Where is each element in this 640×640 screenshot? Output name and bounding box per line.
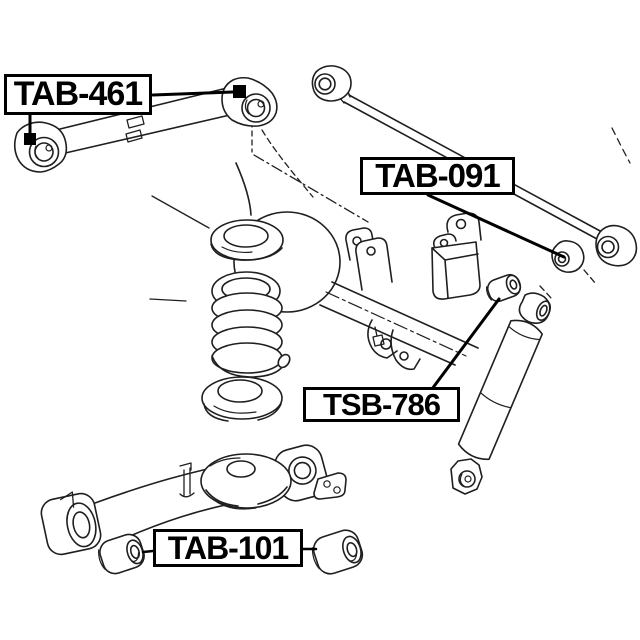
bushing-rod-right-end (595, 224, 638, 267)
part-label-tab-091: TAB-091 (360, 157, 515, 195)
part-label-tab-461: TAB-461 (4, 74, 152, 115)
part-label-tab-101: TAB-101 (153, 529, 303, 567)
arm-stud-bolt (179, 462, 195, 498)
marker-square-left-rod (24, 133, 36, 145)
part-label-tsb-786: TSB-786 (303, 387, 460, 422)
lateral-rod-right (311, 65, 638, 273)
bushing-rod-right-top (311, 65, 352, 102)
marker-square-upper-rod (233, 85, 246, 98)
spring-lower-seat (201, 376, 283, 422)
lower-control-arm (40, 444, 364, 575)
spring-upper-seat (210, 219, 284, 261)
shock-absorber (450, 292, 552, 495)
arm-sleeve-bushing-left (40, 491, 102, 556)
coil-spring (211, 271, 291, 378)
axle-housing (149, 121, 631, 371)
marker-squares (24, 85, 246, 145)
arm-bushing-left (98, 533, 145, 575)
shock-bottom-eye (450, 458, 483, 495)
arm-spring-platform (200, 453, 292, 510)
bushing-rod-upper-left (13, 121, 68, 173)
bushing-rod-right-small (551, 240, 585, 273)
bushing-rod-upper-right (221, 76, 278, 127)
arm-bushing-right (311, 529, 364, 575)
leader-lines (28, 90, 566, 554)
shock-bushing-tsb786 (485, 273, 522, 303)
